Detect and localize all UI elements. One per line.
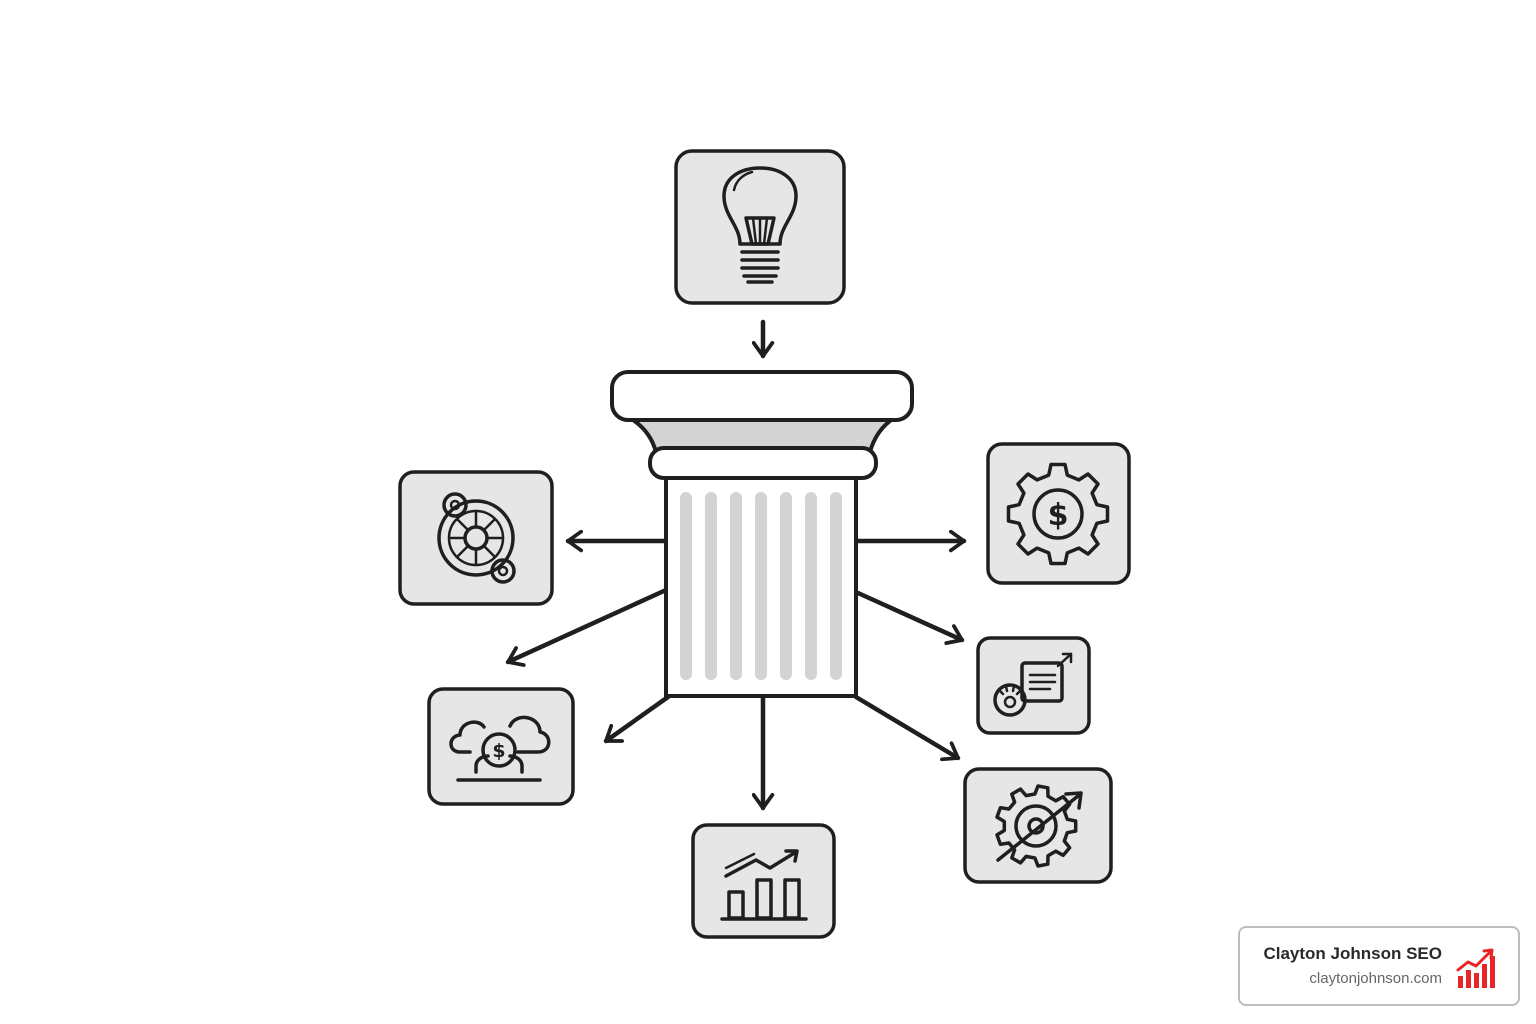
gear-dollar-icon: $ bbox=[1006, 462, 1110, 566]
growth-chart-icon bbox=[720, 849, 808, 921]
gear-outline bbox=[995, 784, 1078, 868]
connector-arrows bbox=[505, 319, 967, 811]
growth-line bbox=[996, 794, 1080, 862]
brand-name: Clayton Johnson SEO bbox=[1263, 944, 1442, 963]
cloud-dollar-icon: $ bbox=[449, 715, 551, 782]
gear-ring bbox=[1014, 804, 1058, 848]
node-bottom bbox=[691, 823, 836, 939]
arrow-right-middle bbox=[855, 590, 965, 646]
arrow-bottom-left bbox=[603, 694, 671, 744]
target-wheel-icon bbox=[437, 492, 516, 584]
node-right-middle bbox=[976, 636, 1091, 735]
arrow-right-lower bbox=[853, 694, 961, 762]
gear-outline bbox=[1006, 462, 1110, 566]
brand-url[interactable]: claytonjohnson.com bbox=[1309, 970, 1442, 987]
document-analytics-icon bbox=[993, 652, 1073, 717]
gear-growth-icon bbox=[995, 784, 1083, 868]
pillar bbox=[610, 370, 914, 698]
pillar-abacus bbox=[610, 370, 914, 422]
node-top bbox=[674, 149, 846, 305]
brand-card[interactable]: Clayton Johnson SEO claytonjohnson.com bbox=[1238, 926, 1520, 1006]
pillar-flutes bbox=[680, 492, 842, 680]
lightbulb-icon bbox=[722, 166, 798, 284]
dollar-glyph: $ bbox=[1048, 498, 1069, 533]
node-left-lower: $ bbox=[427, 687, 575, 806]
svg-text:$: $ bbox=[492, 740, 505, 762]
red-bar-chart-icon bbox=[1456, 948, 1495, 988]
node-left-upper bbox=[398, 470, 554, 606]
growth-arrowhead bbox=[1064, 791, 1083, 810]
node-right-lower bbox=[963, 767, 1113, 884]
gear-hub bbox=[1032, 488, 1084, 540]
arrow-left-lower bbox=[505, 587, 669, 667]
pillar-collar bbox=[648, 446, 878, 480]
node-right-upper: $ bbox=[986, 442, 1131, 585]
